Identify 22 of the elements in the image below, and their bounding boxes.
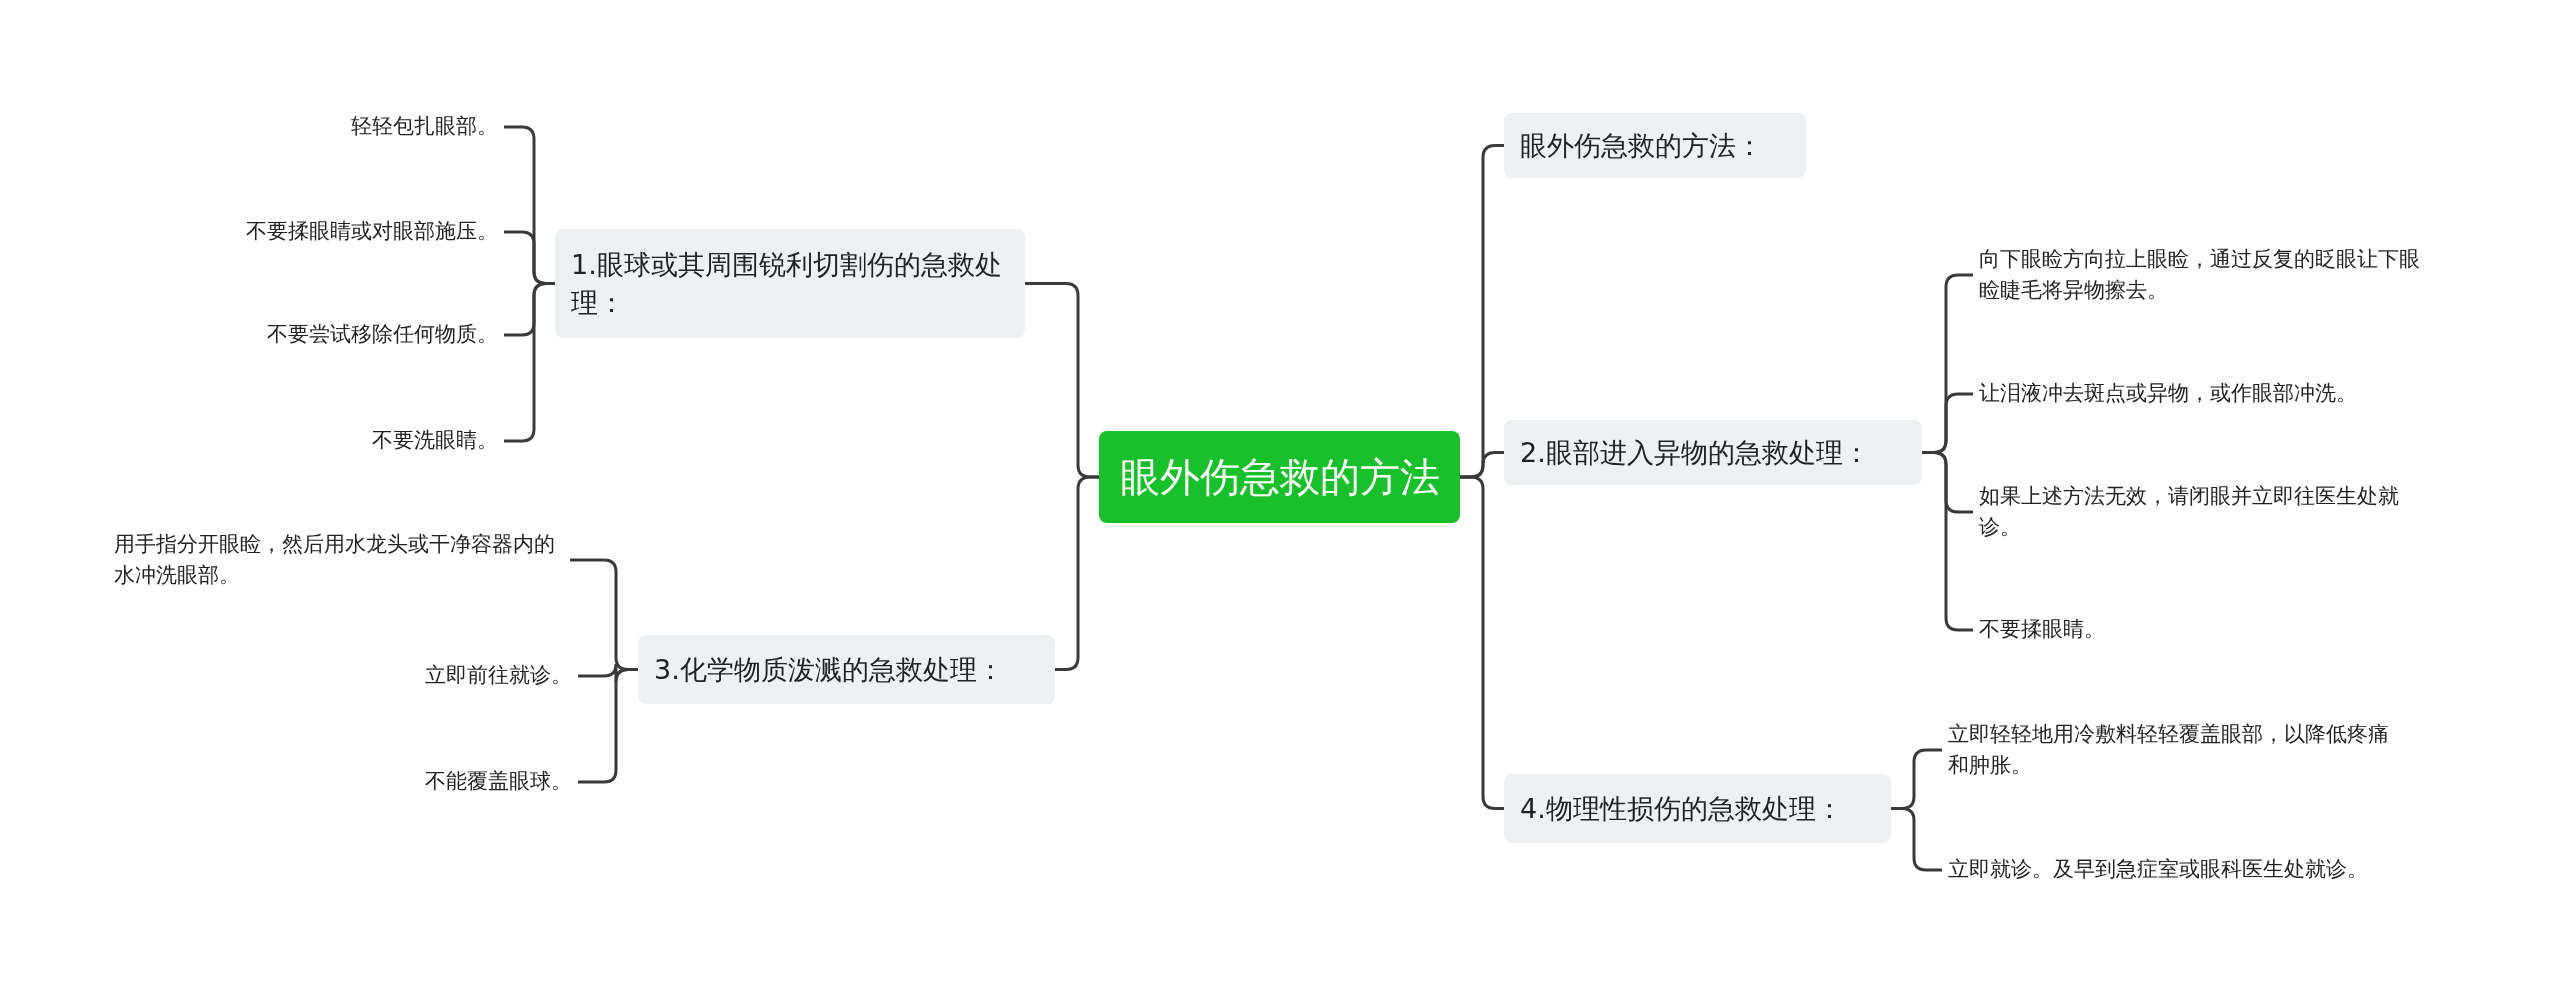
subtopic-text: 立即轻轻地用冷敷料轻轻覆盖眼部，以降低疼痛和肿胀。 <box>1948 718 2408 782</box>
subtopic-text: 立即就诊。及早到急症室或眼科医生处就诊。 <box>1948 854 2468 886</box>
subtopic-text: 让泪液冲去斑点或异物，或作眼部冲洗。 <box>1979 378 2459 410</box>
subtopic-text: 不要揉眼睛。 <box>1979 614 2279 646</box>
subtopic-text: 不要揉眼睛或对眼部施压。 <box>98 216 498 248</box>
topic-box: 眼外伤急救的方法： <box>1504 113 1806 178</box>
topic-box: 1.眼球或其周围锐利切割伤的急救处理： <box>555 229 1025 338</box>
subtopic-text: 轻轻包扎眼部。 <box>198 111 498 143</box>
connector-line <box>1055 475 1099 671</box>
connector-line <box>1460 475 1504 810</box>
topic-box: 4.物理性损伤的急救处理： <box>1504 774 1891 843</box>
subtopic-text: 不要洗眼睛。 <box>98 425 498 457</box>
subtopic-text: 不能覆盖眼球。 <box>272 766 572 798</box>
topic-box: 3.化学物质泼溅的急救处理： <box>638 635 1055 704</box>
subtopic-text: 向下眼睑方向拉上眼睑，通过反复的眨眼让下眼睑睫毛将异物擦去。 <box>1979 243 2439 307</box>
topic-box: 2.眼部进入异物的急救处理： <box>1504 420 1922 485</box>
subtopic-text: 立即前往就诊。 <box>272 660 572 692</box>
subtopic-text: 用手指分开眼睑，然后用水龙头或干净容器内的水冲洗眼部。 <box>114 528 564 592</box>
subtopic-text: 如果上述方法无效，请闭眼并立即往医生处就诊。 <box>1979 480 2439 544</box>
central-topic: 眼外伤急救的方法 <box>1099 431 1460 523</box>
connector-line <box>578 668 638 784</box>
subtopic-text: 不要尝试移除任何物质。 <box>98 319 498 351</box>
